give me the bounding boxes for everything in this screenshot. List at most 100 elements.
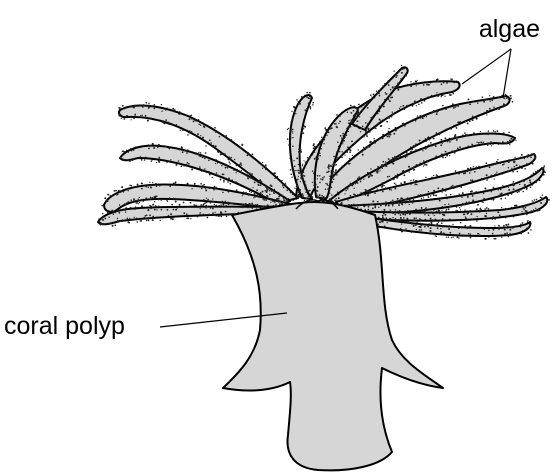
algae-dot xyxy=(180,129,181,130)
algae-dot xyxy=(456,210,458,212)
algae-dot xyxy=(464,225,466,227)
algae-dot xyxy=(508,170,510,172)
algae-dot xyxy=(508,189,510,191)
algae-dot xyxy=(437,81,439,83)
algae-dot xyxy=(424,164,426,166)
algae-dot xyxy=(472,195,474,197)
algae-dot xyxy=(408,166,410,168)
algae-dot xyxy=(435,155,437,157)
algae-dot xyxy=(470,225,472,227)
algae-dot xyxy=(380,203,382,205)
algae-dot xyxy=(436,174,438,176)
algae-dot xyxy=(473,134,474,135)
algae-dot xyxy=(416,229,417,230)
algae-dot xyxy=(378,122,380,124)
algae-dot xyxy=(369,146,371,148)
algae-dot xyxy=(324,197,325,198)
algae-dot xyxy=(387,176,389,178)
algae-dot xyxy=(403,174,405,176)
algae-dot xyxy=(497,159,498,160)
algae-dot xyxy=(153,108,155,110)
algae-dot xyxy=(99,221,100,222)
algae-dot xyxy=(188,163,190,165)
algae-dot xyxy=(102,213,103,214)
algae-dot xyxy=(487,145,488,146)
algae-dot xyxy=(536,179,538,181)
algae-dot xyxy=(307,157,308,158)
algae-dot xyxy=(455,150,457,152)
algae-dot xyxy=(428,179,430,181)
algae-leader-1 xyxy=(462,49,511,84)
algae-dot xyxy=(476,142,477,143)
algae-dot xyxy=(468,226,470,228)
algae-dot xyxy=(402,105,404,107)
algae-dot xyxy=(150,184,152,186)
algae-dot xyxy=(308,195,310,197)
algae-dot xyxy=(515,205,517,207)
algae-dot xyxy=(365,194,367,196)
algae-dot xyxy=(360,179,362,181)
algae-dot xyxy=(247,172,249,174)
algae-dot xyxy=(509,229,511,231)
algae-dot xyxy=(465,121,466,122)
algae-dot xyxy=(348,122,349,123)
algae-dot xyxy=(490,175,492,177)
algae-dot xyxy=(391,202,393,204)
algae-dot xyxy=(257,194,258,195)
algae-dot xyxy=(404,68,405,69)
algae-dot xyxy=(506,232,508,234)
algae-dot xyxy=(395,184,396,185)
algae-dot xyxy=(331,171,333,173)
algae-dot xyxy=(339,115,341,117)
algae-dot xyxy=(413,199,415,201)
algae-dot xyxy=(121,186,123,188)
algae-dot xyxy=(417,80,418,81)
algae-dot xyxy=(350,195,352,197)
algae-dot xyxy=(389,189,390,190)
algae-dot xyxy=(467,235,468,236)
algae-dot xyxy=(376,125,378,127)
algae-dot xyxy=(270,202,271,203)
algae-dot xyxy=(220,162,221,163)
algae-dot xyxy=(382,137,384,139)
algae-dot xyxy=(524,168,526,170)
algae-dot xyxy=(329,198,330,199)
algae-dot xyxy=(107,194,109,196)
algae-dot xyxy=(317,186,319,188)
algae-dot xyxy=(424,100,426,102)
algae-dot xyxy=(403,123,405,125)
algae-dot xyxy=(202,137,204,139)
algae-dot xyxy=(292,129,294,131)
algae-dot xyxy=(212,208,214,210)
algae-dot xyxy=(126,188,128,190)
algae-dot xyxy=(435,225,437,227)
algae-dot xyxy=(297,170,298,171)
algae-dot xyxy=(471,219,473,221)
algae-dot xyxy=(308,102,310,104)
algae-dot xyxy=(123,159,125,161)
algae-dot xyxy=(209,139,211,141)
algae-dot xyxy=(130,207,132,209)
algae-dot xyxy=(220,204,221,205)
algae-dot xyxy=(111,209,113,211)
algae-dot xyxy=(262,164,263,165)
algae-label: algae xyxy=(479,15,540,43)
algae-dot xyxy=(420,118,421,119)
algae-dot xyxy=(436,210,438,212)
algae-dot xyxy=(413,119,415,121)
algae-dot xyxy=(400,219,402,221)
algae-dot xyxy=(122,219,123,220)
algae-dot xyxy=(442,206,444,208)
algae-dot xyxy=(420,98,422,100)
algae-dot xyxy=(460,186,462,188)
algae-dot xyxy=(385,205,387,207)
algae-dot xyxy=(416,222,418,224)
algae-dot xyxy=(348,120,350,122)
algae-dot xyxy=(368,176,369,177)
algae-dot xyxy=(202,155,204,157)
algae-dot xyxy=(519,184,520,185)
algae-dot xyxy=(498,189,500,191)
algae-dot xyxy=(365,147,367,149)
algae-dot xyxy=(494,225,495,226)
algae-dot xyxy=(297,195,298,196)
